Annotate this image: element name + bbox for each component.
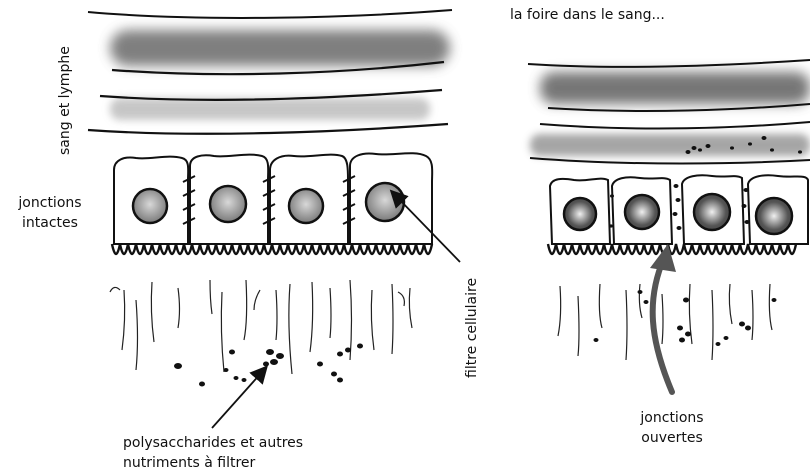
left-lumen-strands: [110, 280, 412, 374]
polysaccharides-arrow: [212, 372, 262, 428]
left-blood-vessel-bands: [88, 10, 452, 134]
left-microvilli: [112, 244, 432, 254]
right-microvilli: [548, 244, 796, 254]
polysaccharides-label-line1: polysaccharides et autres: [123, 435, 303, 451]
cell-filter-label: filtre cellulaire: [464, 278, 480, 378]
junctions-intact-label-line2: intactes: [22, 215, 78, 231]
junctions-open-label-line1: jonctions: [639, 410, 703, 426]
top-right-caption: la foire dans le sang...: [510, 7, 665, 23]
right-lumen-strands: [558, 284, 772, 360]
open-junctions-arrow: [653, 258, 672, 392]
junctions-open-label-line2: ouvertes: [641, 430, 703, 446]
left-panel: sang et lymphe jonctions intactes filtre…: [17, 10, 480, 471]
left-polysaccharide-particles: [174, 344, 363, 387]
junctions-intact-label-line1: jonctions: [17, 195, 81, 211]
blood-lymph-label: sang et lymphe: [57, 46, 73, 155]
right-lumen-particles: [594, 290, 777, 346]
right-panel: la foire dans le sang...: [510, 7, 810, 446]
polysaccharides-label-line2: nutriments à filtrer: [123, 455, 256, 471]
left-arrows: [212, 196, 460, 428]
right-blood-vessel-bands: [528, 60, 810, 164]
